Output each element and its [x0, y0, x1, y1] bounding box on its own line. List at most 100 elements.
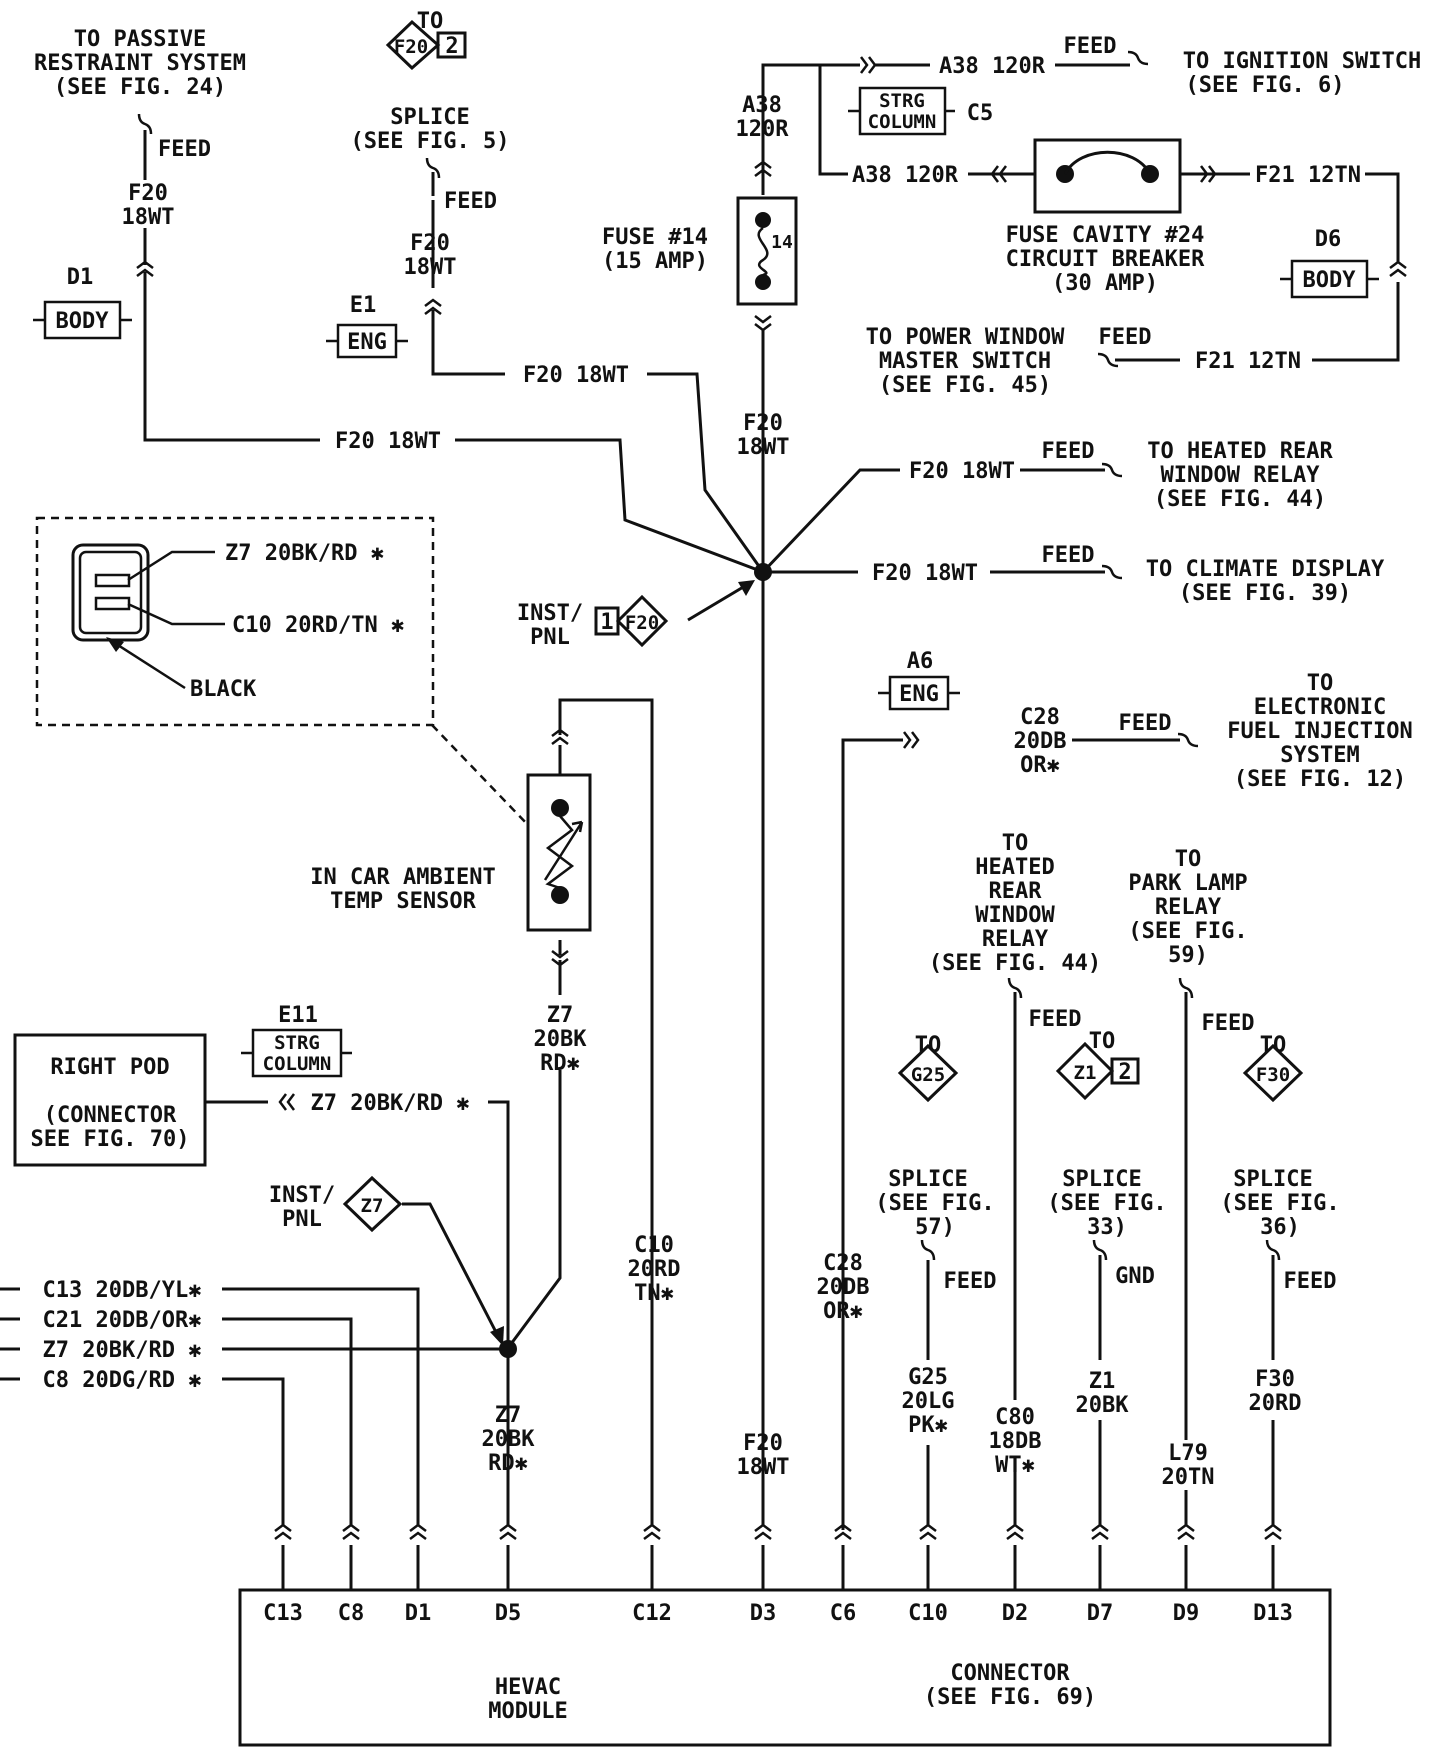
label: TEMP SENSOR	[330, 889, 476, 914]
label: F21 12TN	[1255, 163, 1361, 188]
label: FEED	[1029, 1007, 1082, 1032]
label: 20RD	[1249, 1391, 1302, 1416]
label: Z7	[361, 1195, 384, 1217]
label: COLUMN	[263, 1053, 332, 1075]
label: RESTRAINT SYSTEM	[34, 51, 246, 76]
label: SPLICE	[1233, 1167, 1312, 1192]
label: TO	[1260, 1033, 1287, 1058]
label: (15 AMP)	[602, 249, 708, 274]
label: (SEE FIG. 5)	[351, 129, 510, 154]
label: (CONNECTOR	[44, 1103, 177, 1128]
pin-label: C6	[830, 1601, 857, 1626]
label: TO HEATED REAR	[1147, 439, 1333, 464]
label: D6	[1315, 227, 1342, 252]
label: F20 18WT	[335, 429, 441, 454]
label: 2	[445, 34, 458, 59]
label: C5	[967, 101, 994, 126]
in-car-ambient-temp-sensor	[526, 773, 592, 932]
label: TO	[915, 1033, 942, 1058]
pin-label: D13	[1253, 1601, 1293, 1626]
label: STRG	[274, 1032, 320, 1054]
label: F30	[1256, 1064, 1290, 1086]
pin-label: C10	[908, 1601, 948, 1626]
label: C8 20DG/RD ✱	[43, 1368, 202, 1393]
label: TO	[417, 9, 444, 34]
label: 20BK	[534, 1027, 588, 1052]
label: (SEE FIG. 12)	[1234, 767, 1406, 792]
pin-label: D1	[405, 1601, 432, 1626]
label: FEED	[1099, 325, 1152, 350]
label: 18DB	[989, 1429, 1042, 1454]
label: 1	[600, 610, 613, 635]
label: C21 20DB/OR✱	[43, 1308, 202, 1333]
label: CIRCUIT BREAKER	[1006, 247, 1205, 272]
pin-label: C13	[263, 1601, 303, 1626]
label: (SEE FIG. 44)	[929, 951, 1101, 976]
pin-label: C12	[632, 1601, 672, 1626]
label: 20BK	[482, 1427, 536, 1452]
label: PNL	[282, 1207, 322, 1232]
label: C10 20RD/TN ✱	[232, 613, 404, 638]
label: F21 12TN	[1195, 349, 1301, 374]
circuit-breaker-24	[1033, 138, 1182, 214]
label: WINDOW	[975, 903, 1055, 928]
label: STRG	[879, 90, 925, 112]
connector-view-box	[35, 516, 435, 727]
label: F20 18WT	[909, 459, 1015, 484]
label: 20RD	[628, 1257, 681, 1282]
label: 36)	[1260, 1215, 1300, 1240]
pin-label: C8	[338, 1601, 365, 1626]
label: (SEE FIG.	[1128, 919, 1247, 944]
label: REAR	[989, 879, 1043, 904]
label: 18WT	[404, 255, 457, 280]
label: FEED	[1064, 34, 1117, 59]
label: FEED	[1284, 1269, 1337, 1294]
label: WT✱	[995, 1453, 1035, 1478]
label: PK✱	[908, 1413, 948, 1438]
label: A38 120R	[939, 54, 1046, 79]
label: 20TN	[1162, 1465, 1215, 1490]
wires	[0, 63, 1400, 1530]
label: Z7 20BK/RD ✱	[311, 1091, 470, 1116]
label: F20	[625, 612, 659, 634]
label: FUEL INJECTION	[1227, 719, 1412, 744]
f30-splice-symbol	[1242, 1043, 1304, 1103]
label: BODY	[1303, 268, 1357, 293]
label: WINDOW RELAY	[1161, 463, 1321, 488]
label: Z7 20BK/RD ✱	[43, 1338, 202, 1363]
pin-label: D3	[750, 1601, 777, 1626]
label: SPLICE	[1062, 1167, 1141, 1192]
inst-pnl-f20-symbol	[615, 594, 669, 648]
label: C28	[823, 1251, 863, 1276]
label: RD✱	[540, 1051, 580, 1076]
label: F20	[410, 231, 450, 256]
label: Z7	[495, 1403, 522, 1428]
z1-splice-symbol	[1055, 1041, 1115, 1101]
label: (SEE FIG. 24)	[54, 75, 226, 100]
label: TO	[1307, 671, 1334, 696]
label: 33)	[1087, 1215, 1127, 1240]
label: Z1	[1089, 1369, 1116, 1394]
pin-label: D7	[1087, 1601, 1114, 1626]
label: TO IGNITION SWITCH	[1183, 49, 1421, 74]
label: INST/	[269, 1183, 335, 1208]
label: RELAY	[1155, 895, 1222, 920]
label: TO CLIMATE DISPLAY	[1146, 557, 1385, 582]
label: 120R	[736, 117, 790, 142]
label: TO	[1175, 847, 1202, 872]
label: D1	[67, 265, 94, 290]
label: SPLICE	[888, 1167, 967, 1192]
label: FEED	[1202, 1011, 1255, 1036]
label: F20	[743, 411, 783, 436]
label: C10	[634, 1233, 674, 1258]
label: PARK LAMP	[1128, 871, 1247, 896]
label: F20	[743, 1431, 783, 1456]
label: F20	[128, 181, 168, 206]
label: FEED	[158, 137, 211, 162]
label: TO POWER WINDOW	[866, 325, 1065, 350]
module-label: HEVAC	[495, 1675, 561, 1700]
label: INST/	[517, 601, 583, 626]
inst-pnl-z7-symbol	[342, 1175, 403, 1233]
label: A6	[907, 649, 934, 674]
